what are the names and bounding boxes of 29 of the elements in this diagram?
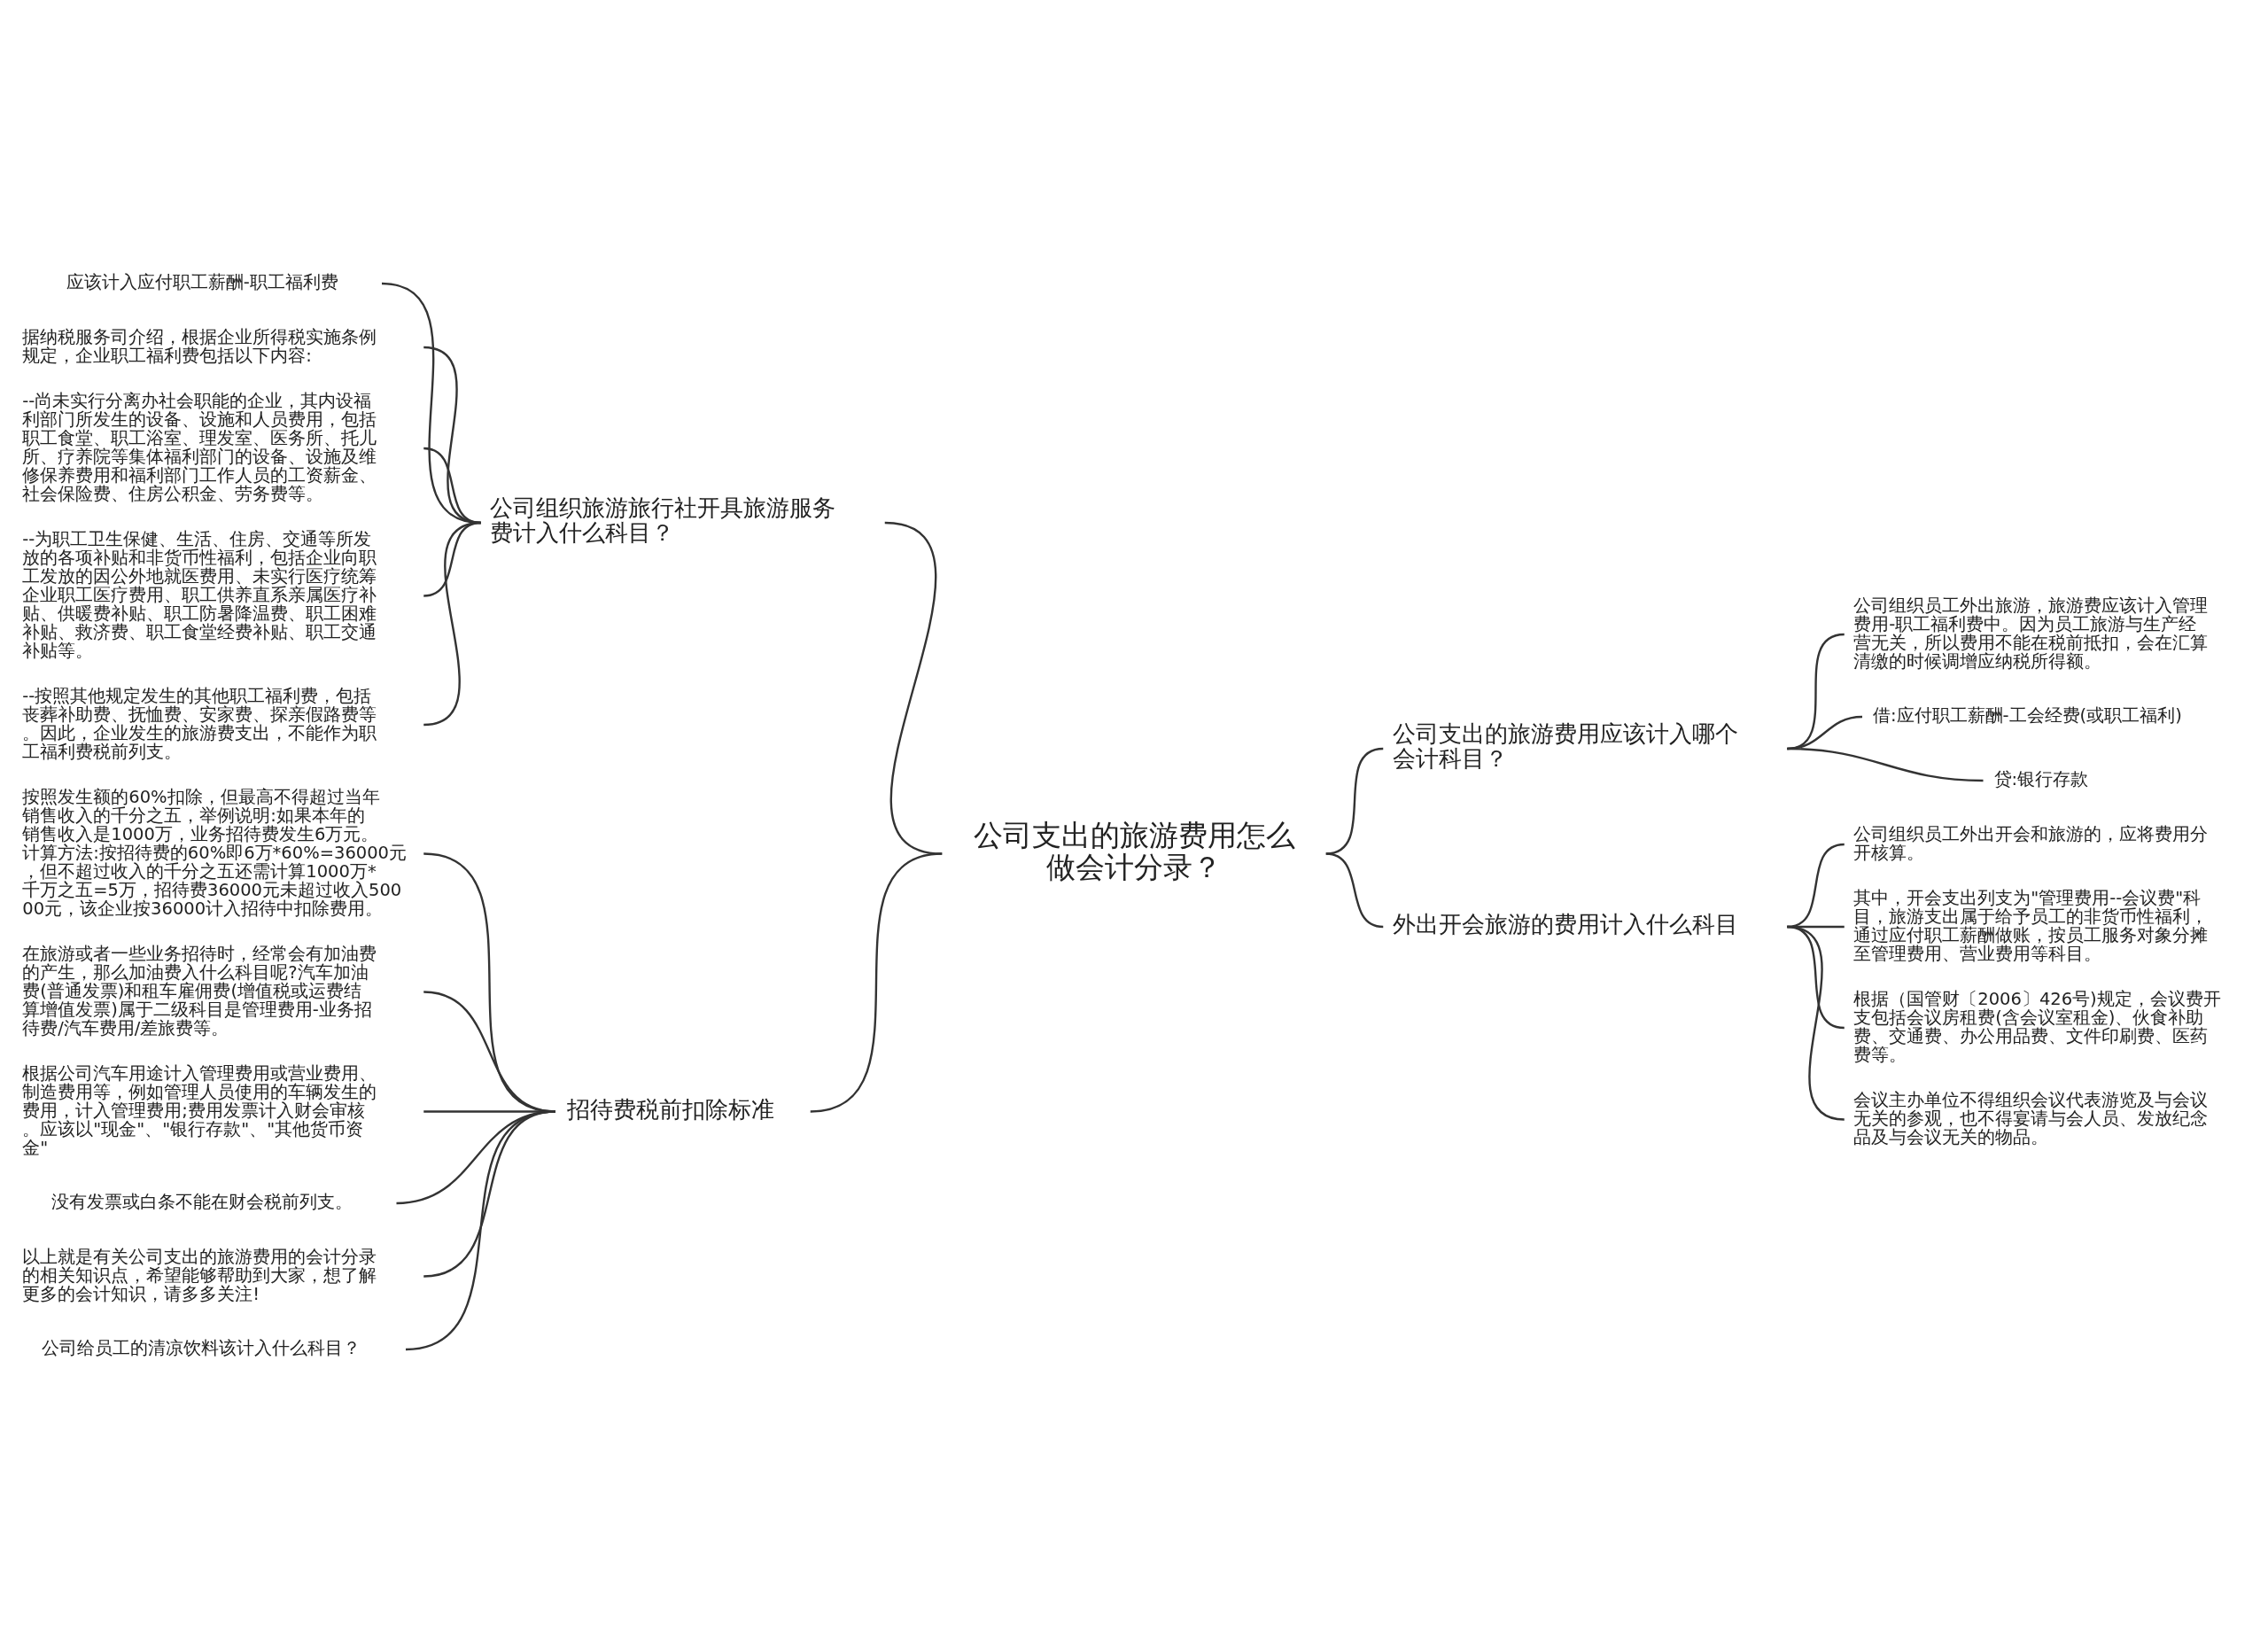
node-text: 没有发票或白条不能在财会税前列支。 [50, 1192, 353, 1213]
connector [1787, 747, 1984, 782]
node-text: 公司组织员工外出旅游，旅游费应该计入管理费用-职工福利费中。因为员工旅游与生产经营无关，所以费用不能在税前抵扣，会在汇算清缴的时候调增应纳税所得额。 [1853, 595, 2209, 672]
connector [405, 1110, 555, 1351]
node-text: --为职工卫生保健、生活、住房、交通等所发放的各项补贴和非货币性福利，包括企业向职工发放的因公外地就医费用、未实行医疗统筹企业职工医疗费用、职工供养直系亲属医疗补贴、供暖费补贴、职工防暑降温费、职工困难补贴、救济费、职工食堂经费补贴、职工交通补贴等。 [22, 528, 377, 661]
node-text: 其中，开会支出列支为"管理费用--会议费"科目，旅游支出属于给予员工的非货币性福利，通过应付职工薪酬做账，按员工服务对象分摊至管理费用、营业费用等科目。 [1853, 887, 2209, 964]
node-text: 按照发生额的60%扣除，但最高不得超过当年销售收入的千分之五，举例说明:如果本年的销售收入是1000万，业务招待费发生6万元。计算方法:按招待费的60%即6万*60%=36000元，但不超过收入的千分之五还需计算1000万*千万之五=5万，招待费36000元未超过收入50000元，该企业按36000计入招待中扣除费用。 [22, 786, 408, 919]
connector [810, 852, 943, 1113]
connector [1325, 852, 1384, 929]
node-text: 以上就是有关公司支出的旅游费用的会计分录的相关知识点，希望能够帮助到大家，想了解更多的会计知识，请多多关注! [22, 1246, 377, 1304]
node-text: 公司支出的旅游费用怎么做会计分录？ [973, 817, 1295, 884]
node-text: 外出开会旅游的费用计入什么科目 [1392, 911, 1738, 938]
node-text: 在旅游或者一些业务招待时，经常会有加油费的产生，那么加油费入什么科目呢?汽车加油费(普通发票)和租车雇佣费(增值税或运费结算增值发票)属于二级科目是管理费用-业务招待费/汽车费用/差旅费等。 [22, 943, 377, 1038]
node-text: 公司组织旅游旅行社开具旅游服务费计入什么科目？ [490, 494, 836, 547]
node-text: 公司给员工的清凉饮料该计入什么科目？ [42, 1338, 361, 1359]
node-text: --按照其他规定发生的其他职工福利费，包括丧葬补助费、抚恤费、安家费、探亲假路费等。因此，企业发生的旅游费支出，不能作为职工福利费税前列支。 [22, 685, 377, 762]
node-text: 公司组织员工外出开会和旅游的，应将费用分开核算。 [1853, 823, 2209, 863]
node-text: 根据公司汽车用途计入管理费用或营业费用、制造费用等，例如管理人员使用的车辆发生的费用，计入管理费用;费用发票计入财会审核。应该以"现金"、"银行存款"、"其他货币资金" [22, 1062, 377, 1158]
node-text: --尚未实行分离办社会职能的企业，其内设福利部门所发生的设备、设施和人员费用，包括职工食堂、职工浴室、理发室、医务所、托儿所、疗养院等集体福利部门的设备、设施及维修保养费用和福利部门工作人员的工资薪金、社会保险费、住房公积金、劳务费等。 [22, 390, 377, 504]
node-text: 应该计入应付职工薪酬-职工福利费 [66, 272, 338, 293]
node-text: 贷:银行存款 [1993, 769, 2089, 790]
node-text: 招待费税前扣除标准 [566, 1095, 774, 1123]
node-text: 会议主办单位不得组织会议代表游览及与会议无关的参观，也不得宴请与会人员、发放纪念品及与会议无关的物品。 [1853, 1089, 2209, 1147]
connector [1787, 925, 1845, 1121]
node-text: 据纳税服务司介绍，根据企业所得税实施条例规定，企业职工福利费包括以下内容: [22, 326, 377, 366]
node-text: 公司支出的旅游费用应该计入哪个会计科目？ [1392, 719, 1738, 773]
node-text: 根据（国管财〔2006〕426号)规定，会议费开支包括会议房租费(含会议室租金)、伙食补助费、交通费、办公用品费、文件印刷费、医药费等。 [1853, 988, 2221, 1065]
node-text: 借:应付职工薪酬-工会经费(或职工福利) [1873, 705, 2182, 727]
connector [423, 521, 481, 727]
